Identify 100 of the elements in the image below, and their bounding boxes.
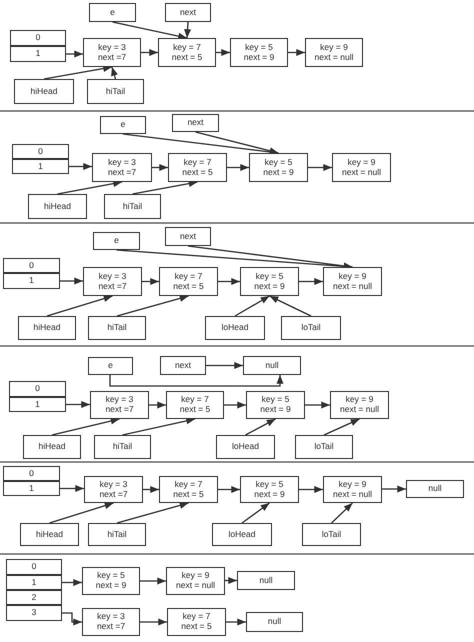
pointer-box — [23, 435, 81, 459]
node-label: key = 9 — [338, 272, 366, 282]
arrow — [218, 278, 240, 285]
node-label: next = null — [176, 581, 215, 591]
node-label: 0 — [32, 562, 36, 572]
node-label: next — [187, 118, 204, 128]
node-label: key = 7 — [174, 480, 202, 490]
entry-box — [83, 267, 142, 296]
arrow — [140, 618, 167, 626]
arrow — [269, 295, 312, 317]
pointer-box — [281, 316, 341, 340]
array-cell — [10, 46, 66, 62]
node-label: next — [180, 8, 196, 18]
array-cell — [3, 273, 60, 289]
node-label: hiTail — [106, 86, 126, 96]
node-label: 0 — [38, 146, 43, 156]
entry-box — [323, 267, 382, 296]
entry-box — [168, 153, 227, 182]
arrow — [140, 578, 166, 584]
arrow — [308, 164, 332, 171]
arrow — [109, 375, 284, 387]
node-label: key = 5 — [245, 42, 273, 52]
arrow — [116, 294, 189, 317]
entry-box — [166, 391, 224, 419]
arrow — [382, 486, 406, 492]
null-box — [243, 356, 301, 375]
arrow — [226, 618, 246, 626]
node-label: hiHead — [36, 530, 63, 540]
node-label: key = 9 — [182, 571, 210, 581]
entry-box — [305, 38, 363, 67]
entry-box — [230, 38, 288, 67]
array-cell — [3, 258, 60, 273]
node-label: 0 — [29, 468, 34, 478]
pointer-box — [93, 232, 140, 250]
node-label: null — [428, 484, 442, 494]
arrow — [324, 418, 360, 436]
arrow — [60, 485, 84, 492]
node-label: key = 9 — [346, 395, 374, 405]
entry-box — [246, 391, 305, 419]
node-label: null — [265, 360, 279, 370]
array-cell — [9, 397, 66, 412]
arrow — [112, 21, 188, 40]
array-cell — [6, 605, 62, 621]
node-label: loTail — [301, 323, 321, 333]
node-label: key = 7 — [181, 395, 209, 405]
node-label: next =7 — [98, 282, 127, 292]
node-label: loHead — [228, 530, 256, 540]
node-label: key = 3 — [100, 480, 128, 490]
arrow — [331, 502, 353, 524]
node-label: 1 — [29, 276, 34, 286]
pointer-box — [20, 523, 79, 546]
arrow — [242, 502, 270, 524]
pointer-box — [100, 116, 146, 134]
node-label: key = 3 — [98, 272, 126, 282]
node-label: e — [110, 8, 115, 18]
node-label: key = 5 — [264, 158, 292, 168]
node-label: key = 5 — [256, 272, 284, 282]
node-label: hiHead — [44, 202, 71, 212]
entry-box — [159, 267, 218, 296]
pointer-box — [89, 3, 136, 22]
pointer-box — [160, 356, 206, 375]
node-label: 0 — [35, 384, 40, 394]
null-box — [406, 480, 464, 498]
node-label: key = 9 — [338, 480, 366, 490]
array-cell — [6, 590, 62, 605]
node-label: next =7 — [98, 52, 126, 62]
node-label: key = 7 — [174, 272, 202, 282]
arrow — [62, 579, 82, 586]
pointer-box — [87, 79, 144, 104]
array-cell — [6, 575, 62, 590]
entry-box — [167, 608, 226, 636]
node-label: 1 — [38, 162, 43, 172]
node-label: next = 5 — [180, 405, 210, 415]
node-label: hiHead — [38, 442, 66, 452]
node-label: e — [108, 361, 113, 371]
node-label: next = 9 — [96, 581, 126, 591]
node-label: hiHead — [30, 86, 58, 96]
arrow — [69, 163, 92, 170]
arrow — [132, 180, 198, 195]
node-label: loTail — [322, 530, 342, 540]
node-label: next = null — [340, 405, 379, 415]
array-cell — [12, 144, 69, 159]
node-label: 1 — [32, 578, 36, 588]
node-label: 1 — [36, 49, 40, 59]
node-label: null — [259, 576, 273, 586]
arrow — [111, 66, 118, 80]
node-label: loHead — [222, 323, 248, 333]
pointer-box — [94, 435, 151, 459]
node-label: key = 3 — [98, 42, 126, 52]
node-label: e — [120, 120, 126, 130]
array-cell — [3, 466, 60, 481]
node-label: key = 9 — [320, 42, 348, 52]
node-label: next = 9 — [244, 52, 274, 62]
entry-box — [90, 391, 149, 419]
node-label: key = 7 — [184, 158, 212, 168]
arrow — [60, 278, 83, 284]
arrow — [66, 50, 83, 58]
node-label: loHead — [232, 442, 259, 452]
node-label: next = 9 — [254, 282, 285, 292]
pointer-box — [88, 523, 146, 546]
